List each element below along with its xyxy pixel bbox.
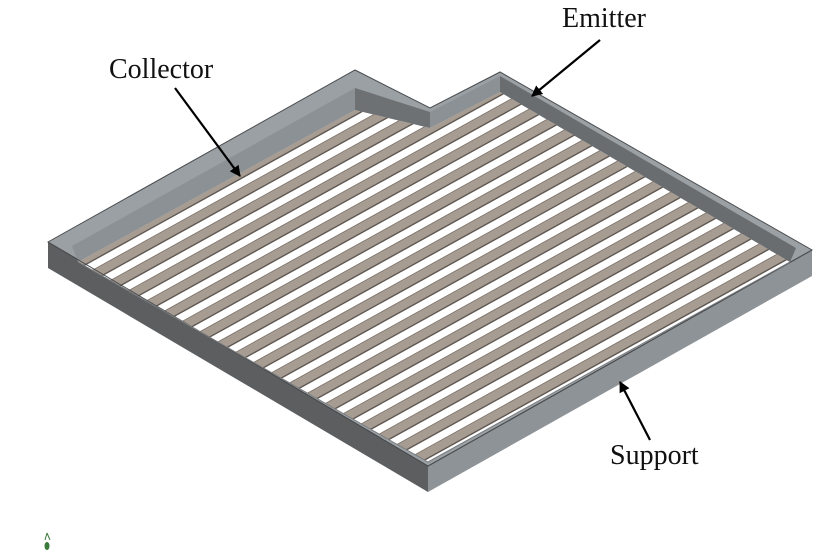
strip-shadow-edge	[303, 157, 752, 407]
frame-inner-notch-wall	[355, 88, 430, 128]
collector-label: Collector	[109, 54, 214, 85]
strip-shadow-edge	[141, 92, 590, 315]
strip-shadow-edge	[123, 92, 572, 305]
frame-front-left-face	[48, 242, 428, 492]
emitter-arrow	[531, 39, 601, 97]
frame-inner-front-edge	[77, 261, 791, 463]
frame-front-right-face	[428, 250, 812, 492]
strip-shadow-edge	[78, 92, 518, 275]
emitter-label: Emitter	[562, 3, 646, 34]
strip-shadow-edge	[375, 198, 790, 448]
strip-shadow-edge	[87, 92, 536, 285]
strip-shadow-edge	[105, 92, 554, 295]
strip-shadow-edge	[393, 208, 790, 458]
strip-shadow-edge	[177, 92, 626, 336]
collector-arrow	[174, 87, 241, 177]
strip-shadow-edge	[249, 126, 698, 377]
strip-shadow-edge	[195, 96, 644, 346]
strip-shadow-edge	[213, 106, 662, 356]
frame-inner-back-left-wall	[72, 88, 355, 262]
support-arrow	[619, 381, 651, 441]
strip-shadow-edge	[357, 188, 790, 438]
support-label: Support	[610, 440, 699, 471]
frame-inner-notch-back-wall	[430, 76, 500, 128]
strip-shadow-edge	[285, 147, 734, 397]
strip-shadow-edge	[231, 116, 680, 366]
strip-shadow-edge	[267, 137, 716, 387]
frame-inner-back-right-wall	[500, 76, 796, 262]
strip-shadow-edge	[321, 167, 770, 417]
strip-shadow-edge	[159, 92, 608, 326]
coordinate-axis-icon	[44, 532, 51, 550]
strip-shadow-edge	[339, 177, 788, 428]
emitter-strip	[401, 213, 790, 462]
strip-shadow-edge	[411, 218, 790, 462]
